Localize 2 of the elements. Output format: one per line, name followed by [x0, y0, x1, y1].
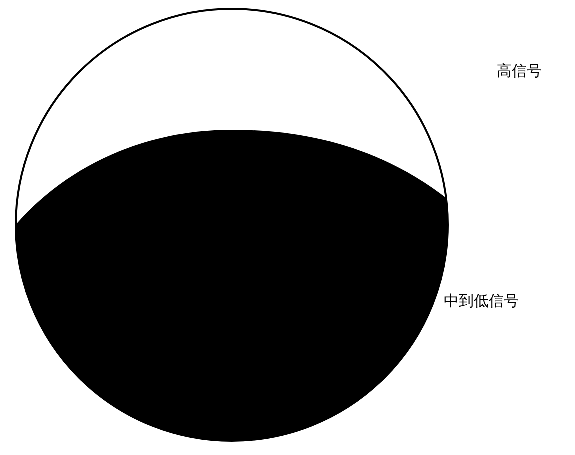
signal-label: 中到低信号	[444, 292, 519, 311]
signal-label: 高信号	[497, 62, 542, 81]
